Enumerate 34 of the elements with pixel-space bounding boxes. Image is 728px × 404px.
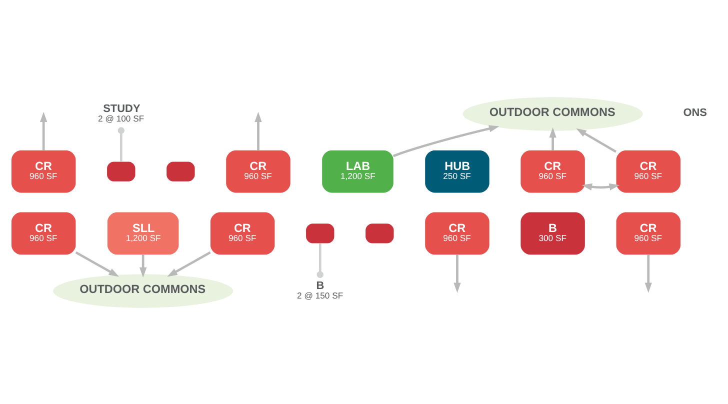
node-box [166,161,195,181]
arrow [75,250,120,276]
node-ellipse: OUTDOOR COMMONS [462,96,643,130]
node-box: CR 960 SF [616,212,680,254]
node-text: B 2 @ 150 SF [297,280,344,300]
node-text: STUDY 2 @ 100 SF [98,102,144,123]
arrow [454,254,461,292]
arrow [167,250,211,276]
arrow [254,111,262,150]
node-box: CR 960 SF [226,150,290,192]
node-box [366,223,394,243]
node-box: LAB 1,200 SF [322,150,394,192]
node-box [107,161,136,181]
arrow [40,111,48,150]
node-box: CR 960 SF [11,212,76,254]
node-ellipse: OUTDOOR COMMONS [53,274,234,308]
node-box: CR 960 SF [210,212,275,254]
node-box: HUB 250 SF [425,150,490,192]
connector [316,242,324,278]
label: ONS [683,106,707,119]
node-box [306,223,334,243]
node-box: CR 960 SF [616,150,680,192]
node-box: SLL 1,200 SF [107,212,179,254]
node-box: CR 960 SF [520,150,585,192]
arrow [644,254,652,292]
node-box: CR 960 SF [425,212,490,254]
arrow [582,182,620,190]
node-box: B 300 SF [520,212,585,254]
node-box: CR 960 SF [11,150,76,192]
arrow [549,126,556,150]
arrow [576,128,617,152]
arrow [140,254,147,278]
arrow [392,124,500,157]
connector [118,126,125,162]
